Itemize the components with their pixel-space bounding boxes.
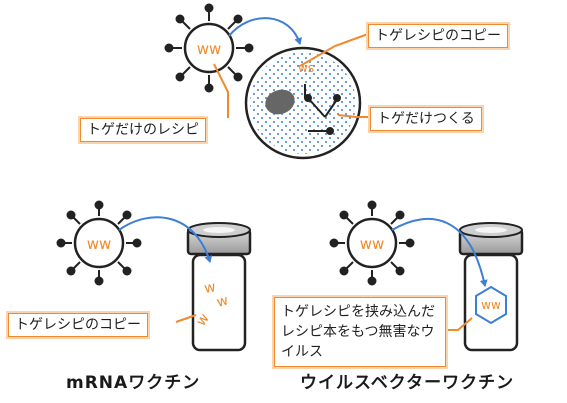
caption-viral-vector-vaccine: ウイルスベクターワクチン [300, 373, 515, 393]
callout-pointers-top [213, 33, 370, 118]
virus-icon-bottom-left: ww [56, 200, 142, 286]
callout-pointer-bottom-left [175, 314, 197, 323]
svg-text:w: w [203, 279, 217, 297]
curved-arrow-icon-top [228, 17, 303, 45]
hexagon-virus-icon [475, 285, 507, 325]
curved-arrow-icon-bottom-left [118, 216, 213, 263]
callout-toge-recipe-copy-2: トゲレシピのコピー [8, 313, 148, 337]
caption-mrna-vaccine: mRNAワクチン [66, 373, 201, 393]
svg-text:ww: ww [360, 235, 385, 253]
callout-toge-only-recipe: トゲだけのレシピ [80, 118, 206, 142]
callout-toge-recipe-copy: トゲレシピのコピー [368, 24, 508, 48]
nucleus-icon [265, 89, 295, 115]
svg-text:ww: ww [87, 235, 112, 253]
curved-arrow-icon-bottom-right [391, 217, 488, 287]
virus-icon-top: ww [164, 3, 254, 93]
callout-toge-only-make: トゲだけつくる [370, 107, 482, 131]
callout-harmless-virus: トゲレシピを挟み込んだレシピ本をもつ無害なウイルス [274, 297, 446, 367]
cell-icon: ws [244, 46, 362, 160]
vial-icon-left: w w w [186, 222, 252, 352]
vial-icon-right: ww [458, 222, 524, 352]
rna-squiggle-icon: ww [197, 40, 222, 58]
svg-text:ww: ww [481, 298, 501, 312]
svg-text:w: w [215, 292, 230, 310]
callout-pointer-bottom-right [446, 317, 473, 331]
virus-icon-bottom-right: ww [329, 200, 415, 286]
